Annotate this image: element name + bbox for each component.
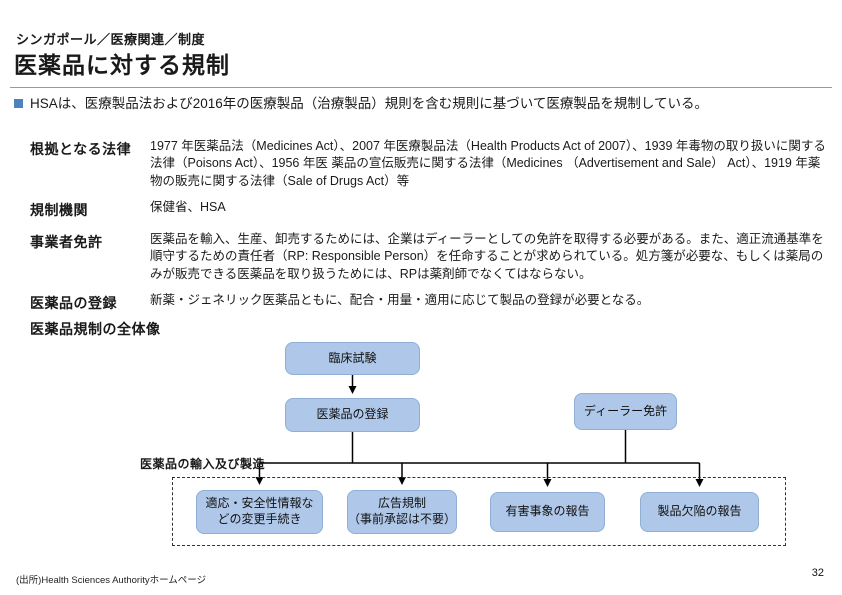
summary-bullet: HSAは、医療製品法および2016年の医療製品（治療製品）規則を含む規則に基づい… xyxy=(14,95,826,113)
row-label-regulator: 規制機関 xyxy=(30,202,88,218)
node-dealer-license: ディーラー免許 xyxy=(574,393,677,430)
node-safety-info-change-line1: 適応・安全性情報な xyxy=(205,496,314,511)
title-divider xyxy=(10,87,832,88)
node-advertising-regulation-line1: 広告規制 xyxy=(377,496,426,511)
summary-text: HSAは、医療製品法および2016年の医療製品（治療製品）規則を含む規則に基づい… xyxy=(30,96,708,111)
table-row: 規制機関 保健省、HSA xyxy=(30,199,830,220)
table-row: 医薬品の登録 新薬・ジェネリック医薬品ともに、配合・用量・適用に応じて製品の登録… xyxy=(30,292,830,313)
row-label-registration: 医薬品の登録 xyxy=(30,295,117,311)
regulation-flowchart: 臨床試験 医薬品の登録 ディーラー免許 医薬品の輸入及び製造 適応・安全性情報な… xyxy=(0,340,842,558)
breadcrumb: シンガポール／医療関連／制度 xyxy=(16,32,206,47)
group-label-import-manufacture: 医薬品の輸入及び製造 xyxy=(140,457,266,471)
node-safety-info-change: 適応・安全性情報な どの変更手続き xyxy=(196,490,323,534)
node-product-defect-report-label: 製品欠陥の報告 xyxy=(657,504,742,519)
row-content-law: 1977 年医薬品法（Medicines Act）、2007 年医療製品法（He… xyxy=(150,139,826,188)
row-label-license: 事業者免許 xyxy=(30,234,103,250)
diagram-heading: 医薬品規制の全体像 xyxy=(30,321,161,337)
table-row: 事業者免許 医薬品を輸入、生産、卸売するためには、企業はディーラーとしての免許を… xyxy=(30,231,830,283)
node-dealer-license-label: ディーラー免許 xyxy=(583,403,668,418)
table-row: 根拠となる法律 1977 年医薬品法（Medicines Act）、2007 年… xyxy=(30,138,830,190)
node-drug-registration: 医薬品の登録 xyxy=(285,398,420,432)
bullet-square-icon xyxy=(14,99,23,108)
node-adverse-event-report-label: 有害事象の報告 xyxy=(505,504,590,519)
node-safety-info-change-line2: どの変更手続き xyxy=(217,512,302,526)
row-content-regulator: 保健省、HSA xyxy=(150,200,226,214)
node-clinical-trial: 臨床試験 xyxy=(285,342,420,375)
page-title: 医薬品に対する規制 xyxy=(14,52,230,78)
page-number: 32 xyxy=(811,567,824,579)
node-drug-registration-label: 医薬品の登録 xyxy=(316,407,389,422)
row-label-law: 根拠となる法律 xyxy=(30,141,132,157)
flowchart-connectors xyxy=(255,375,704,487)
row-content-license: 医薬品を輸入、生産、卸売するためには、企業はディーラーとしての免許を取得する必要… xyxy=(150,232,824,281)
node-product-defect-report: 製品欠陥の報告 xyxy=(640,492,759,532)
node-advertising-regulation: 広告規制 （事前承認は不要） xyxy=(347,490,457,534)
node-clinical-trial-label: 臨床試験 xyxy=(328,350,377,365)
row-content-registration: 新薬・ジェネリック医薬品ともに、配合・用量・適用に応じて製品の登録が必要となる。 xyxy=(150,293,650,307)
source-note: (出所)Health Sciences Authorityホームページ xyxy=(16,575,207,586)
node-advertising-regulation-line2: （事前承認は不要） xyxy=(348,512,457,526)
node-adverse-event-report: 有害事象の報告 xyxy=(490,492,605,532)
import-manufacture-group-box xyxy=(172,477,786,546)
